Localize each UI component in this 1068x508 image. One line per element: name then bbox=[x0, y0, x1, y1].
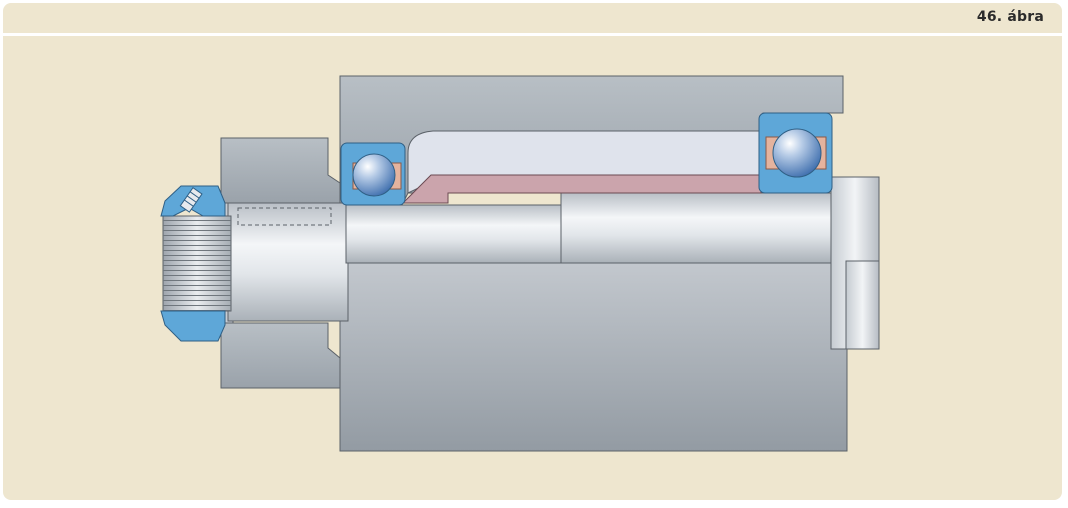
shaft bbox=[227, 176, 880, 350]
header-divider bbox=[3, 33, 1062, 36]
figure-label: 46. ábra bbox=[976, 9, 1044, 25]
lower-housing bbox=[339, 260, 848, 452]
left-bearing bbox=[340, 142, 406, 206]
bearing-assembly-drawing bbox=[160, 75, 880, 452]
spacer-sleeve bbox=[401, 174, 762, 204]
figure-header: 46. ábra bbox=[3, 3, 1062, 33]
bearing-ball-icon bbox=[352, 153, 396, 197]
threaded-shaft-end-icon bbox=[162, 215, 232, 312]
figure-panel: 46. ábra bbox=[3, 3, 1062, 500]
bearing-ball-icon bbox=[772, 128, 822, 178]
right-bearing bbox=[758, 112, 833, 194]
lock-nut-icon bbox=[160, 185, 226, 342]
